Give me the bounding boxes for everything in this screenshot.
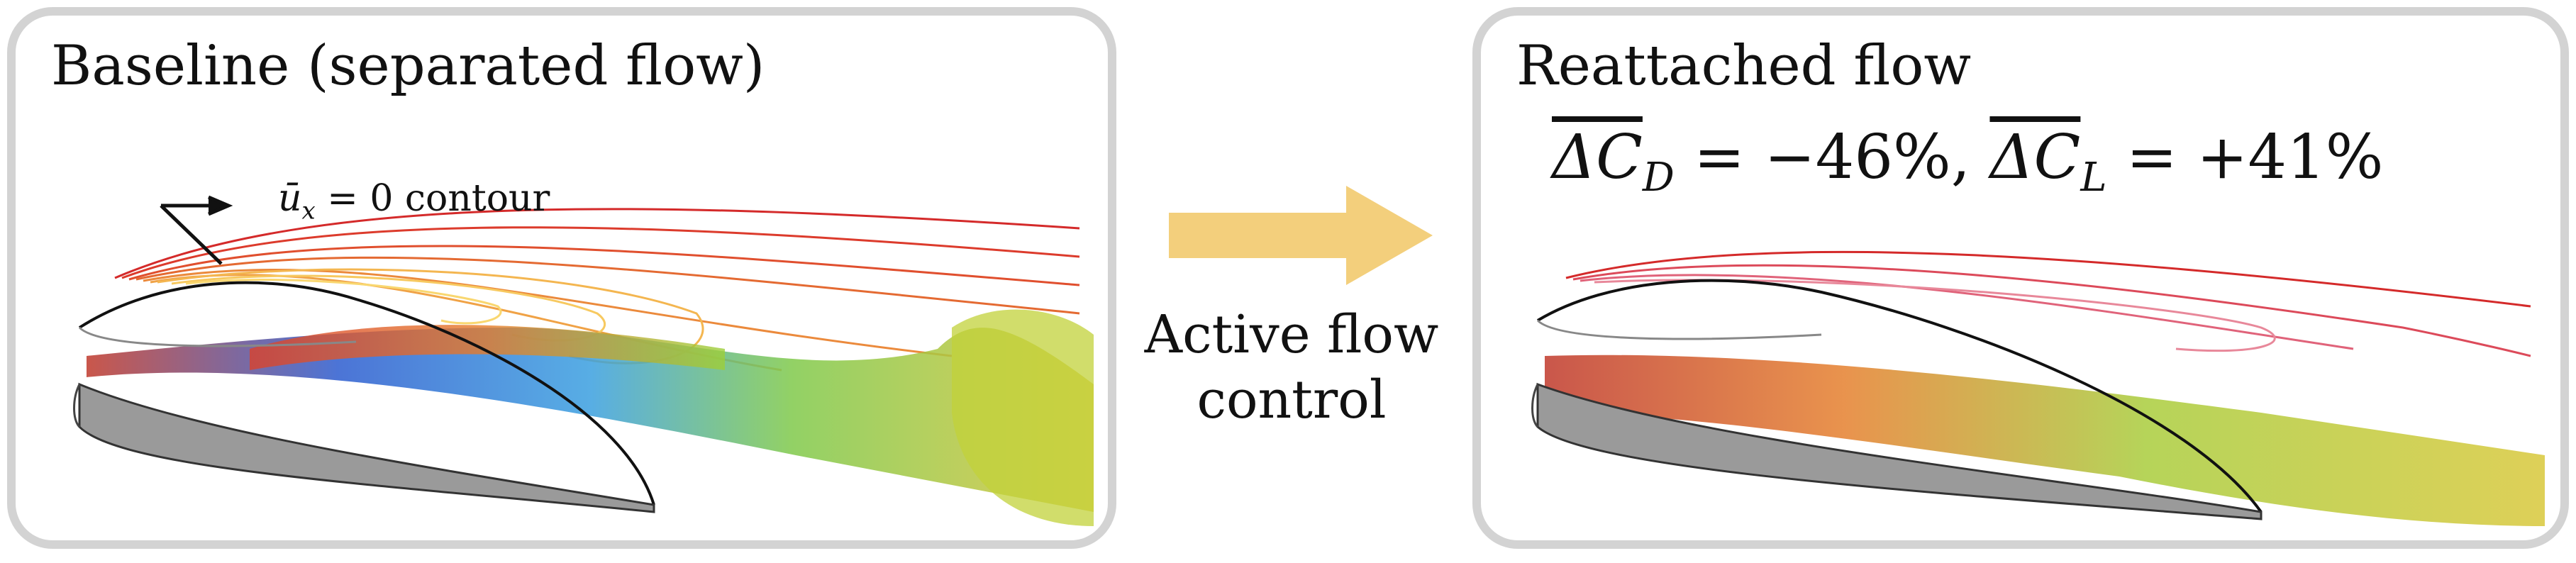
- lift-symbol: ΔC: [1989, 122, 2081, 193]
- baseline-panel: Baseline (separated flow): [7, 7, 1116, 549]
- reattached-panel: Reattached flow ΔCD = −46%, ΔCL = +41%: [1472, 7, 2569, 549]
- active-flow-control-label: Active flow control: [1125, 302, 1458, 433]
- lift-change-value: = +41%: [2106, 122, 2384, 193]
- airfoil: [1531, 279, 2263, 520]
- coefficient-change-formula: ΔCD = −46%, ΔCL = +41%: [1552, 122, 2384, 201]
- right-arrow-icon: [1169, 186, 1433, 285]
- attached-turbulent-layer: [1545, 355, 2545, 526]
- turbulent-wake: [87, 309, 1094, 526]
- active-flow-control-line2: control: [1197, 369, 1387, 430]
- reattached-title: Reattached flow: [1516, 34, 1972, 98]
- attached-contours: [1565, 250, 2531, 357]
- baseline-flow-visualization: [73, 195, 1094, 526]
- active-flow-control-line1: Active flow: [1144, 304, 1439, 365]
- contour-leader-arrow: [160, 195, 233, 265]
- reattached-flow-visualization: [1531, 250, 2545, 526]
- mean-velocity-contour-label: ūx = 0 contour: [278, 177, 550, 225]
- airfoil: [73, 281, 655, 513]
- drag-symbol: ΔC: [1552, 122, 1643, 193]
- baseline-title: Baseline (separated flow): [51, 34, 765, 98]
- drag-change-value: = −46%,: [1674, 122, 1990, 193]
